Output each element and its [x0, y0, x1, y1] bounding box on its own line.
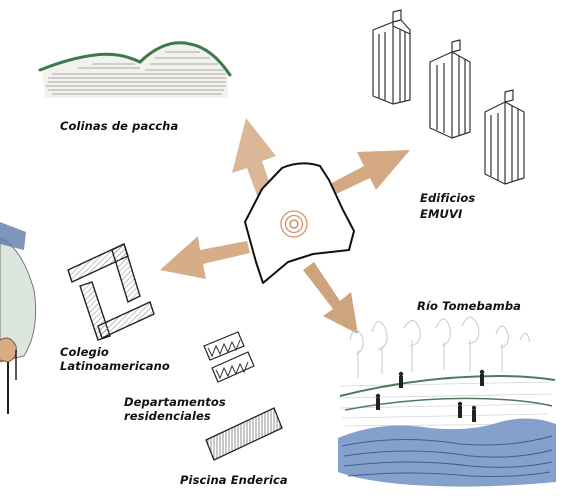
piscina-illustration	[205, 407, 283, 461]
left-context-illustration	[0, 222, 37, 414]
towers-illustration	[372, 9, 525, 185]
arrow-to-edificios	[326, 150, 410, 196]
hills-illustration	[38, 41, 232, 98]
label-colegio-latinoamericano: Colegio Latinoamericano	[60, 346, 170, 373]
arrow-to-colegio	[160, 236, 250, 279]
site-outline	[244, 162, 355, 284]
label-colegio-line2: Latinoamericano	[60, 359, 170, 373]
arrow-to-rio	[303, 262, 358, 334]
label-rio-tomebamba: Río Tomebamba	[417, 299, 522, 313]
target-icon	[280, 210, 308, 238]
label-edificios-emuvi: Edificios EMUVI	[420, 192, 475, 221]
colegio-illustration	[67, 243, 155, 341]
label-departamentos-residenciales: Departamentos residenciales	[124, 396, 226, 423]
label-edificios-line2: EMUVI	[420, 207, 463, 221]
label-colegio-line1: Colegio	[60, 345, 109, 359]
label-departamentos-line1: Departamentos	[124, 395, 226, 409]
label-departamentos-line2: residenciales	[124, 409, 211, 423]
label-piscina-enderica: Piscina Enderica	[180, 473, 288, 487]
label-edificios-line1: Edificios	[420, 191, 476, 205]
river-illustration	[337, 316, 556, 487]
label-colinas-de-paccha: Colinas de paccha	[60, 119, 179, 133]
arrow-to-colinas	[232, 118, 276, 198]
departamentos-illustration	[203, 331, 255, 383]
